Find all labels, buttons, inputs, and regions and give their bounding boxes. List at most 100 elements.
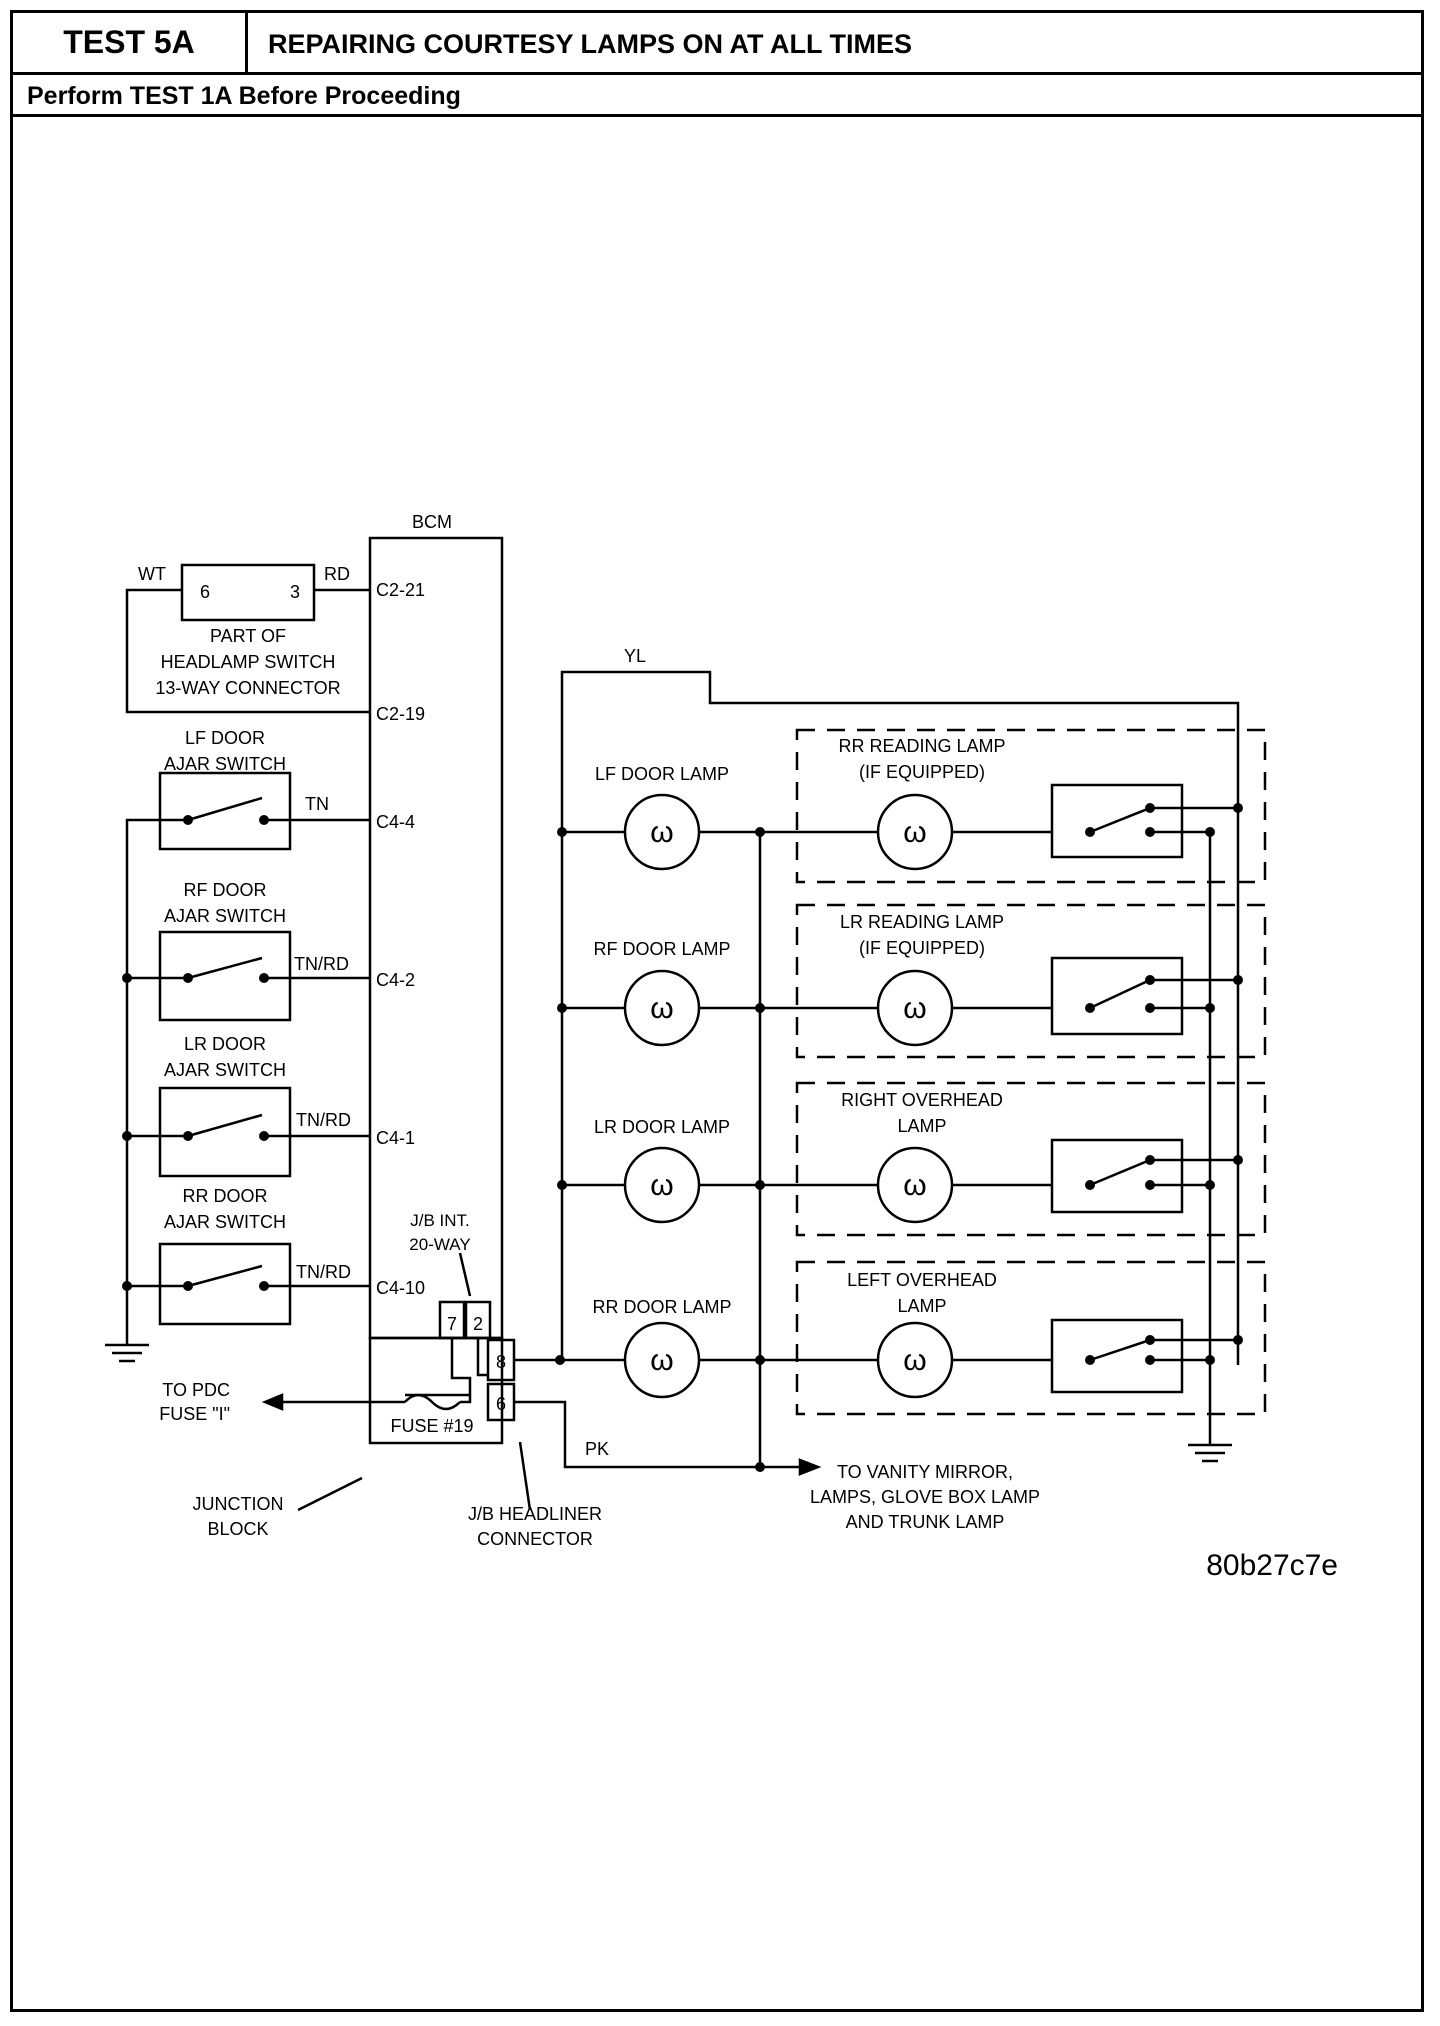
jb-int-label-1: J/B INT. (410, 1211, 470, 1230)
lamp-icon (623, 969, 701, 1047)
prerequisite-row: Perform TEST 1A Before Proceeding (13, 75, 1421, 117)
filament-icon: ω (903, 992, 926, 1025)
junction-block-label-1: JUNCTION (193, 1494, 284, 1514)
headliner-pin-6-label: 6 (496, 1394, 506, 1414)
switch-label-rr-2: AJAR SWITCH (164, 1212, 286, 1232)
lamp-icon (876, 793, 954, 871)
to-pdc-1: TO PDC (162, 1380, 230, 1400)
headlamp-connector (180, 563, 316, 622)
ajar-switch-rf (158, 930, 370, 1022)
lamp-icon (623, 1321, 701, 1399)
wire-label-rd: RD (324, 564, 350, 584)
header-row: TEST 5A REPAIRING COURTESY LAMPS ON AT A… (13, 13, 1421, 75)
junction-block-label-2: BLOCK (207, 1519, 268, 1539)
wire-wt (125, 588, 370, 714)
overhead-switch (1050, 1138, 1184, 1214)
filament-icon: ω (903, 816, 926, 849)
headliner-pin-8-label: 8 (496, 1352, 506, 1372)
lamp-icon (623, 793, 701, 871)
switch-label-lf-1: LF DOOR (185, 728, 265, 748)
fuse-label: FUSE #19 (390, 1416, 473, 1436)
ajar-switch-lf (158, 771, 370, 851)
connector-pin-6: 6 (200, 582, 210, 602)
junction-block-pointer (297, 1476, 363, 1512)
filament-icon: ω (650, 992, 673, 1025)
filament-icon: ω (650, 816, 673, 849)
bcm-pin: C2-19 (376, 704, 425, 724)
bcm-pin: C4-4 (376, 812, 415, 832)
jb-headliner-label-1: J/B HEADLINER (468, 1504, 602, 1524)
connector-pin-3: 3 (290, 582, 300, 602)
ground-icon-left (105, 1343, 149, 1363)
lamp-icon (876, 969, 954, 1047)
ground-bus-left (125, 818, 188, 1345)
bcm-pin: C2-21 (376, 580, 425, 600)
page-frame: TEST 5A REPAIRING COURTESY LAMPS ON AT A… (10, 10, 1424, 2012)
rf-door-lamp-label: RF DOOR LAMP (593, 939, 730, 959)
junction-block (368, 1336, 504, 1445)
to-vanity-2: LAMPS, GLOVE BOX LAMP (810, 1487, 1040, 1507)
connector-caption-3: 13-WAY CONNECTOR (155, 678, 340, 698)
ajar-switch-rr (158, 1242, 370, 1326)
switch-label-lr-2: AJAR SWITCH (164, 1060, 286, 1080)
bcm-label: BCM (412, 512, 452, 532)
wire-label-tn: TN (305, 794, 329, 814)
switch-label-lf-2: AJAR SWITCH (164, 754, 286, 774)
courtesy-common-line (758, 832, 800, 1469)
overhead-switch (1050, 783, 1184, 859)
bcm-pin: C4-2 (376, 970, 415, 990)
ground-icon-right (1188, 1443, 1232, 1463)
switch-label-rr-1: RR DOOR (183, 1186, 268, 1206)
left-overhead-lamp-2: LAMP (897, 1296, 946, 1316)
filament-icon: ω (650, 1344, 673, 1377)
connector-caption-1: PART OF (210, 626, 286, 646)
to-vanity-3: AND TRUNK LAMP (846, 1512, 1005, 1532)
figure-id: 80b27c7e (1206, 1549, 1338, 1582)
wire-label-tnrd: TN/RD (296, 1110, 351, 1130)
wire-label-yl: YL (624, 646, 646, 666)
wire-label-tnrd: TN/RD (294, 954, 349, 974)
arrow-to-pdc-icon (261, 1393, 284, 1411)
switch-label-rf-2: AJAR SWITCH (164, 906, 286, 926)
lamp-icon (623, 1146, 701, 1224)
wire-label-pk: PK (585, 1439, 609, 1459)
jb-int-pin-a: 7 (447, 1314, 457, 1334)
jb-int-pointer (458, 1252, 472, 1297)
arrow-to-vanity-icon (798, 1458, 822, 1476)
lr-reading-lamp-1: LR READING LAMP (840, 912, 1004, 932)
filament-icon: ω (903, 1169, 926, 1202)
rr-reading-lamp-1: RR READING LAMP (838, 736, 1005, 756)
to-pdc-2: FUSE "I" (159, 1404, 230, 1424)
ajar-switch-lr (158, 1086, 370, 1178)
lf-door-lamp-label: LF DOOR LAMP (595, 764, 729, 784)
wire-label-wt: WT (138, 564, 166, 584)
right-overhead-lamp-1: RIGHT OVERHEAD (841, 1090, 1003, 1110)
fuse-icon (404, 1393, 461, 1411)
left-overhead-lamp-1: LEFT OVERHEAD (847, 1270, 997, 1290)
right-overhead-lamp-2: LAMP (897, 1116, 946, 1136)
jb-headliner-label-2: CONNECTOR (477, 1529, 593, 1549)
jb-int-pin-b: 2 (473, 1314, 483, 1334)
switch-label-lr-1: LR DOOR (184, 1034, 266, 1054)
filament-icon: ω (650, 1169, 673, 1202)
overhead-switch (1050, 1318, 1184, 1394)
test-id: TEST 5A (13, 13, 248, 72)
switch-label-rf-1: RF DOOR (184, 880, 267, 900)
lamp-icon (876, 1321, 954, 1399)
lr-reading-lamp-2: (IF EQUIPPED) (859, 938, 985, 958)
jb-int-label-2: 20-WAY (409, 1235, 470, 1254)
wire-label-tnrd: TN/RD (296, 1262, 351, 1282)
lr-door-lamp-label: LR DOOR LAMP (594, 1117, 730, 1137)
to-vanity-1: TO VANITY MIRROR, (837, 1462, 1013, 1482)
overhead-switch (1050, 956, 1184, 1036)
lamp-icon (876, 1146, 954, 1224)
test-title: REPAIRING COURTESY LAMPS ON AT ALL TIMES (268, 29, 913, 59)
headliner-pointer (518, 1441, 532, 1511)
bcm-pin: C4-1 (376, 1128, 415, 1148)
filament-icon: ω (903, 1344, 926, 1377)
prerequisite-note: Perform TEST 1A Before Proceeding (27, 82, 461, 110)
wire-yl (560, 670, 1240, 1365)
bcm-pin: C4-10 (376, 1278, 425, 1298)
rr-door-lamp-label: RR DOOR LAMP (592, 1297, 731, 1317)
